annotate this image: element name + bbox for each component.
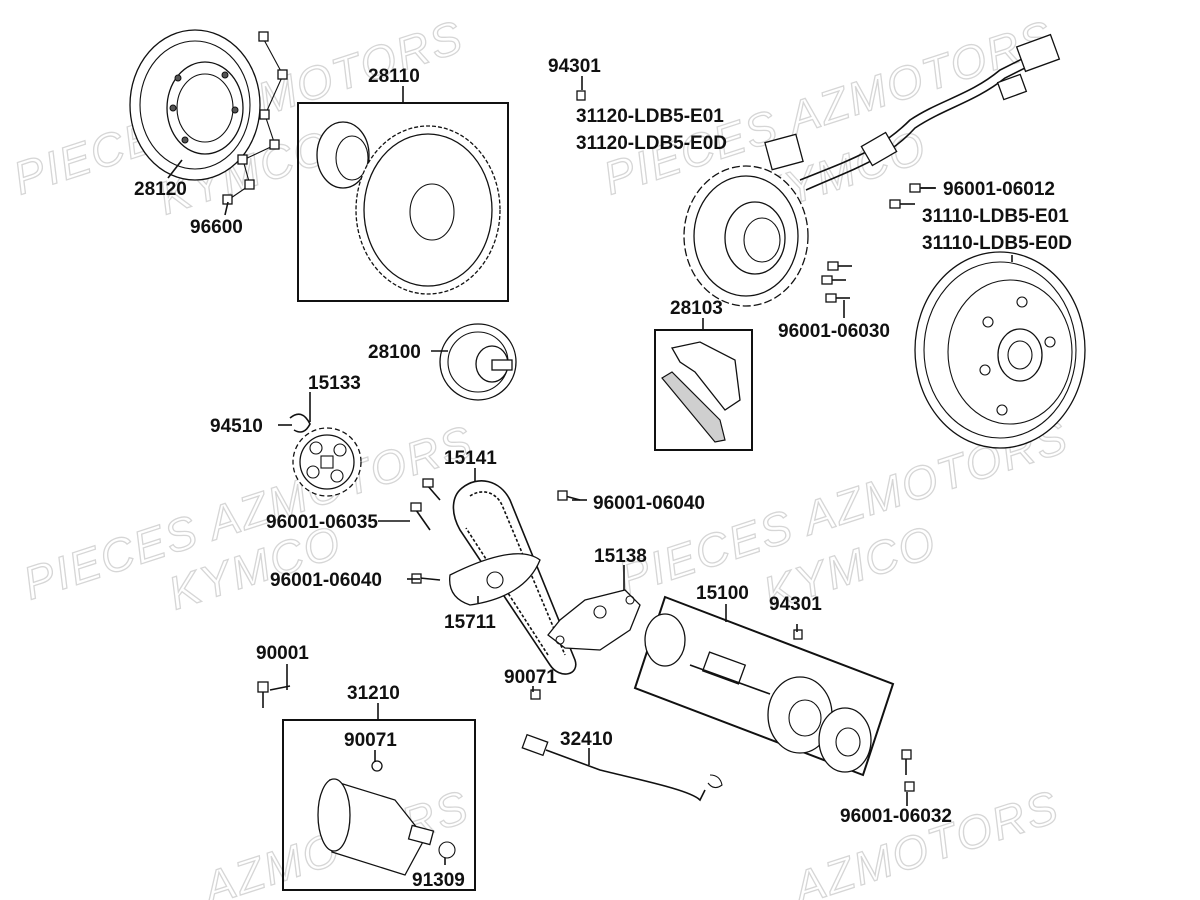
label-90071-lower: 90071 [344,730,397,751]
label-15711: 15711 [444,612,496,633]
label-90001: 90001 [256,643,309,664]
label-15141: 15141 [444,448,497,469]
label-96600: 96600 [190,217,243,238]
starter-gear-clutch [439,323,517,401]
tensioner-arm [547,589,641,651]
bolt-set-pump [901,749,915,792]
starter-motor [317,760,456,876]
circlip-94510 [289,413,311,433]
label-28100: 28100 [368,342,421,363]
label-28120: 28120 [134,179,187,200]
stator-assembly [683,33,1061,307]
label-96001-06030: 96001-06030 [778,321,890,342]
label-91309: 91309 [412,870,465,891]
watermark-text: AZMOTORS [784,780,1065,900]
label-31120-e01: 31120-LDB5-E01 [576,106,724,127]
pulser-coil [661,341,741,443]
box-15100 [633,595,895,777]
label-28103: 28103 [670,298,723,319]
label-94301-top: 94301 [548,56,601,77]
starter-cable [521,733,723,802]
label-31110-e01: 31110-LDB5-E01 [922,206,1069,227]
nut-90071 [530,689,541,700]
pump-sprocket [292,427,362,497]
label-94301-lower: 94301 [769,594,822,615]
bolt-90001 [257,681,291,708]
label-90071-upper: 90071 [504,667,557,688]
label-31110-e0d: 31110-LDB5-E0D [922,233,1072,254]
bolt-set-96600 [222,31,288,205]
label-96001-06035: 96001-06035 [266,512,378,533]
label-31210: 31210 [347,683,400,704]
label-15138: 15138 [594,546,647,567]
box-28103 [654,329,753,451]
label-94510: 94510 [210,416,263,437]
leader-lines [167,76,1013,865]
part-labels: 28110 28120 96600 94301 31120-LDB5-E01 3… [134,56,1072,891]
label-32410: 32410 [560,729,613,750]
label-96001-06012: 96001-06012 [943,179,1055,200]
box-31210 [282,719,476,891]
starter-driven-gear [316,121,501,295]
oil-pump-assembly [644,613,872,773]
flywheel-rotor [914,251,1086,449]
starter-clutch-housing [129,29,261,181]
label-31120-e0d: 31120-LDB5-E0D [576,133,727,154]
label-96001-06040-upper: 96001-06040 [593,493,705,514]
tensioner-cover [449,553,541,606]
dowel-94301-lower [793,629,803,640]
label-96001-06032: 96001-06032 [840,806,952,827]
label-15133: 15133 [308,373,361,394]
label-15100: 15100 [696,583,749,604]
label-96001-06040-lower: 96001-06040 [270,570,382,591]
dowel-94301 [576,90,586,101]
label-28110: 28110 [368,66,420,87]
bolt-set-stator [821,183,935,303]
